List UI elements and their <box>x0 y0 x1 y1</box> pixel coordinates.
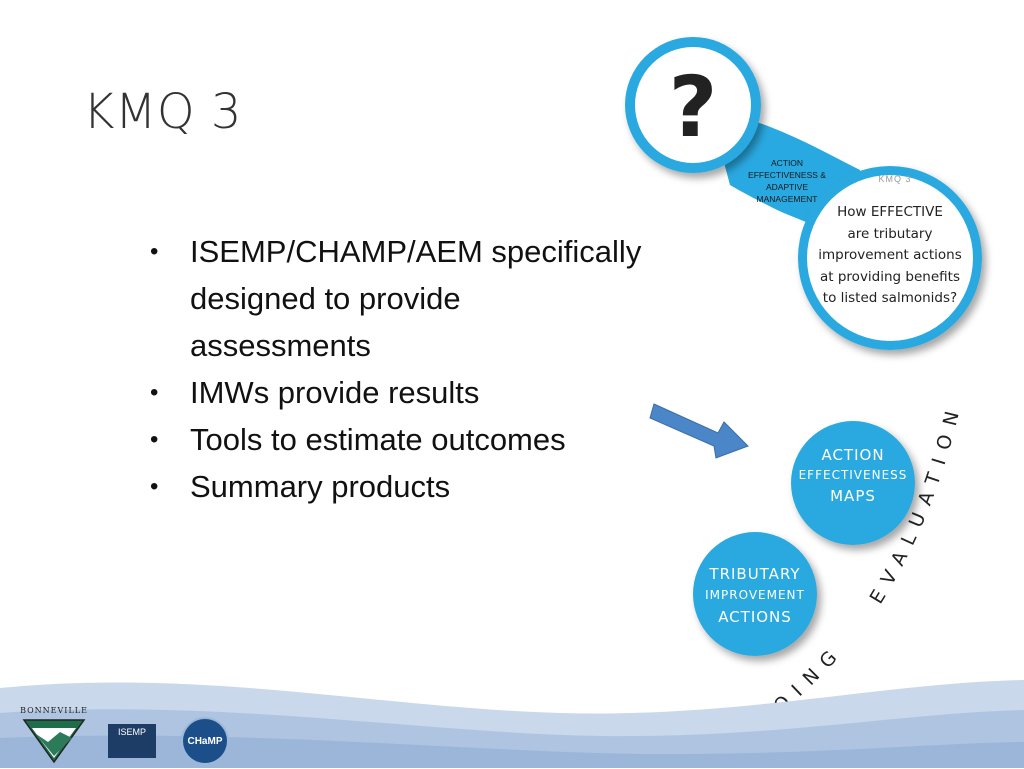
question-circle <box>625 37 761 173</box>
bonneville-emblem-icon <box>22 719 86 764</box>
bullet-item: ISEMP/CHAMP/AEM specifically designed to… <box>150 228 650 369</box>
bullet-item: Summary products <box>150 463 650 510</box>
kmq-question-line: are tributary <box>848 226 933 242</box>
bullet-list: ISEMP/CHAMP/AEM specifically designed to… <box>150 228 650 510</box>
tributary-line: TRIBUTARY <box>708 565 800 583</box>
action-maps-line: EFFECTIVENESS <box>799 468 908 482</box>
bullet-item: IMWs provide results <box>150 369 650 416</box>
tributary-actions-circle <box>693 532 817 656</box>
tributary-line: IMPROVEMENT <box>705 588 805 602</box>
isemp-label: ISEMP <box>117 727 146 737</box>
slide-title: KMQ 3 <box>83 84 242 140</box>
right-arrow-icon <box>649 403 749 459</box>
bonneville-label: BONNEVILLE <box>20 706 88 715</box>
bonneville-logo: BONNEVILLE <box>18 706 90 764</box>
kmq-question-line: at providing benefits <box>820 269 960 285</box>
bullet-item: Tools to estimate outcomes <box>150 416 650 463</box>
action-maps-circle <box>791 421 915 545</box>
kmq-question-line: to listed salmonids? <box>823 290 957 306</box>
footer-wave <box>0 680 1024 768</box>
action-maps-line: MAPS <box>830 487 876 505</box>
question-mark-icon: ? <box>669 58 718 156</box>
connector-label-line: MANAGEMENT <box>757 194 818 204</box>
tributary-line: ACTIONS <box>718 608 792 626</box>
kmq-tag: KMQ 3 <box>878 174 911 184</box>
isemp-logo: ISEMP <box>108 724 156 758</box>
connector-label-line: ADAPTIVE <box>766 182 808 192</box>
kmq-question-line: How EFFECTIVE <box>837 204 943 220</box>
connector-label-line: ACTION <box>771 158 803 168</box>
connector-label-line: EFFECTIVENESS & <box>748 170 826 180</box>
kmq-question-circle <box>798 166 982 350</box>
champ-logo: CHaMP <box>183 719 227 763</box>
action-maps-line: ACTION <box>821 446 884 464</box>
champ-label: CHaMP <box>187 735 223 747</box>
kmq-question-line: improvement actions <box>818 247 961 263</box>
